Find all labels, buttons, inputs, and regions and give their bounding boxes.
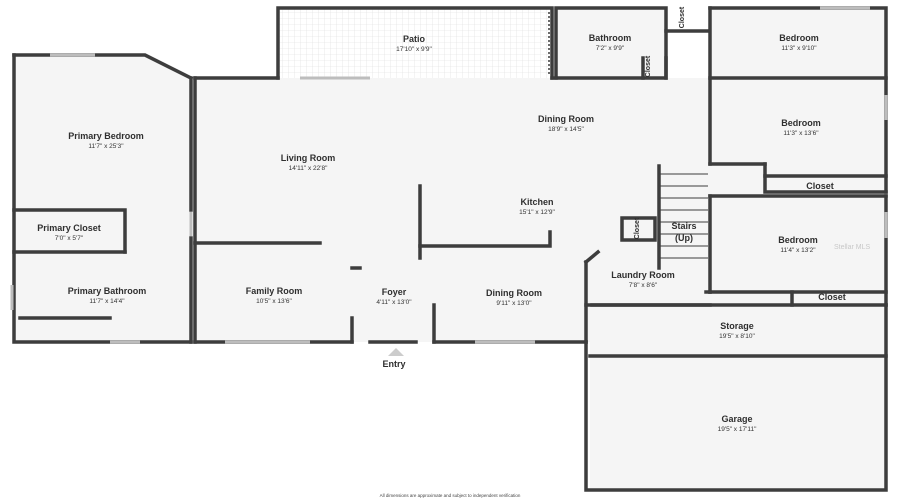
room-name: Foyer <box>381 287 407 297</box>
room-dims: 9'11" x 13'0" <box>496 300 532 307</box>
room-primary-bathroom: Primary Bathroom 11'7" x 14'4" <box>68 286 147 306</box>
room-name: Living Room <box>280 153 336 163</box>
room-name: Family Room <box>245 286 303 296</box>
room-bedroom-mid: Bedroom 11'3" x 13'6" <box>781 118 821 138</box>
room-kitchen: Kitchen 15'1" x 12'9" <box>519 197 555 217</box>
room-dims: 4'11" x 13'0" <box>376 299 412 306</box>
room-name: Dining Room <box>538 114 594 124</box>
floor-fills <box>14 8 886 490</box>
closet-label-bed-mid: Closet <box>806 181 834 191</box>
entry-label: Entry <box>382 359 406 369</box>
room-primary-closet: Primary Closet 7'0" x 5'7" <box>37 223 101 243</box>
room-dining-low: Dining Room 9'11" x 13'0" <box>486 288 542 308</box>
room-dims: 11'3" x 13'6" <box>783 130 819 137</box>
closet-label-bath: Closet <box>645 55 653 78</box>
room-laundry: Laundry Room 7'8" x 8'6" <box>611 270 675 290</box>
room-dims: 14'11" x 22'8" <box>288 165 328 172</box>
disclaimer: All dimensions are approximate and subje… <box>379 493 521 498</box>
room-primary-bedroom: Primary Bedroom 11'7" x 25'3" <box>68 131 144 151</box>
room-name: Bedroom <box>781 118 821 128</box>
room-name: Patio <box>402 34 425 44</box>
room-dims: 7'2" x 9'9" <box>595 45 625 52</box>
room-dims: 10'5" x 13'6" <box>256 298 292 305</box>
room-dims: 19'5" x 17'11" <box>717 426 757 433</box>
room-name: Bathroom <box>588 33 632 43</box>
room-dims: 17'10" x 9'9" <box>396 46 432 53</box>
windows <box>10 6 888 344</box>
room-name: Kitchen <box>520 197 554 207</box>
room-name: Primary Bedroom <box>68 131 144 141</box>
room-storage: Storage 19'5" x 8'10" <box>719 321 755 341</box>
room-patio: Patio 17'10" x 9'9" <box>396 34 432 54</box>
room-dims: 7'0" x 5'7" <box>54 235 84 242</box>
room-name: Storage <box>720 321 754 331</box>
closet-label-top: Closet <box>679 6 687 29</box>
stairs-direction-label: (Up) <box>675 233 693 243</box>
room-dims: 15'1" x 12'9" <box>519 209 555 216</box>
room-name: Bedroom <box>779 33 819 43</box>
room-bedroom-low: Bedroom 11'4" x 13'2" <box>778 235 818 255</box>
room-dims: 11'3" x 9'10" <box>781 45 817 52</box>
entry-arrow <box>388 348 404 356</box>
room-name: Garage <box>721 414 753 424</box>
room-living: Living Room 14'11" x 22'8" <box>281 153 336 173</box>
closet-label-stairs: Closet <box>634 217 642 240</box>
room-name: Dining Room <box>486 288 542 298</box>
room-name: Primary Bathroom <box>67 286 147 296</box>
room-name: Bedroom <box>778 235 818 245</box>
watermark: Stellar MLS <box>834 244 871 251</box>
room-dims: 19'5" x 8'10" <box>719 333 755 340</box>
room-dims: 18'9" x 14'5" <box>548 126 584 133</box>
closet-label-bed-low: Closet <box>818 292 846 302</box>
stair-treads <box>659 173 708 259</box>
room-dims: 11'4" x 13'2" <box>780 247 816 254</box>
room-family: Family Room 10'5" x 13'6" <box>246 286 303 306</box>
room-bathroom: Bathroom 7'2" x 9'9" <box>589 33 632 53</box>
room-foyer: Foyer 4'11" x 13'0" <box>376 287 411 307</box>
walls <box>12 6 888 492</box>
room-dims: 11'7" x 25'3" <box>88 143 124 150</box>
room-bedroom-top: Bedroom 11'3" x 9'10" <box>779 33 819 53</box>
room-dims: 7'8" x 8'6" <box>628 282 658 289</box>
stairs-label: Stairs <box>671 221 697 231</box>
room-garage: Garage 19'5" x 17'11" <box>718 414 757 434</box>
room-dims: 11'7" x 14'4" <box>89 298 125 305</box>
room-name: Laundry Room <box>611 270 675 280</box>
room-name: Primary Closet <box>37 223 101 233</box>
room-dining-top: Dining Room 18'9" x 14'5" <box>538 114 594 134</box>
